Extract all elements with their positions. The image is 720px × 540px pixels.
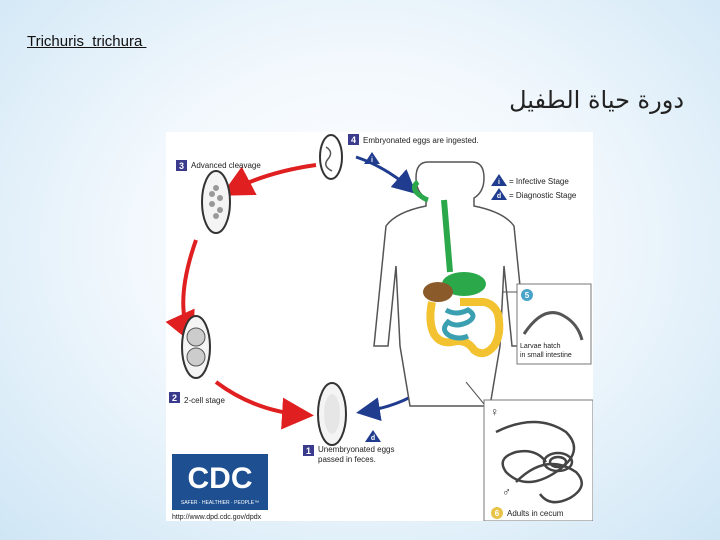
step-3-badge: 3: [176, 160, 187, 171]
step-4-badge: 4: [348, 134, 359, 145]
step-4-label: Embryonated eggs are ingested.: [363, 136, 479, 145]
step-5-label-2: in small intestine: [520, 352, 572, 359]
life-cycle-diagram: 4 Embryonated eggs are ingested. 3 Advan…: [166, 132, 593, 521]
liver-icon: [423, 282, 453, 302]
legend-infective: = Infective Stage: [509, 177, 569, 186]
diagnostic-marker-icon: d: [365, 430, 381, 442]
legend: i = Infective Stage d = Diagnostic Stage: [491, 174, 577, 200]
svg-text:6: 6: [495, 509, 500, 518]
svg-text:d: d: [371, 435, 375, 442]
male-symbol: ♂: [502, 485, 511, 499]
arrow-2-to-1: [216, 382, 306, 415]
life-cycle-figure: 4 Embryonated eggs are ingested. 3 Advan…: [166, 132, 593, 521]
step-6-label: Adults in cecum: [507, 509, 564, 518]
egg-step3-icon: [202, 171, 230, 233]
svg-text:1: 1: [306, 446, 311, 456]
svg-text:i: i: [371, 157, 373, 164]
arrow-4-to-host: [356, 157, 412, 190]
step-1-badge: 1: [303, 445, 314, 456]
cdc-logo-text: CDC: [188, 462, 253, 495]
step-1-label-2: passed in feces.: [318, 455, 376, 464]
svg-text:d: d: [497, 193, 501, 200]
step-1-label: Unembryonated eggs: [318, 445, 395, 454]
svg-text:5: 5: [525, 291, 530, 300]
legend-diagnostic: = Diagnostic Stage: [509, 191, 577, 200]
svg-text:4: 4: [351, 135, 356, 145]
svg-text:i: i: [498, 179, 500, 186]
svg-text:2: 2: [172, 393, 177, 403]
cdc-logo: CDC SAFER · HEALTHIER · PEOPLE™ http://w…: [172, 454, 268, 521]
female-symbol: ♀: [490, 405, 499, 419]
svg-text:3: 3: [179, 161, 184, 171]
step-2-label: 2-cell stage: [184, 396, 225, 405]
step-6-inset: ♀ ♂ 6 Adults in cecum: [466, 382, 593, 521]
step-2-badge: 2: [169, 392, 180, 403]
egg-step4-icon: [320, 135, 342, 179]
cdc-url: http://www.dpd.cdc.gov/dpdx: [172, 514, 262, 521]
egg-step2-icon: [182, 316, 210, 378]
cdc-tagline: SAFER · HEALTHIER · PEOPLE™: [181, 500, 259, 506]
step-5-label: Larvae hatch: [520, 343, 561, 350]
infective-marker-icon: i: [364, 152, 380, 164]
slide-title: Trichuris trichura: [27, 33, 146, 50]
egg-step1-icon: [318, 383, 346, 445]
arabic-title: دورة حياة الطفيل: [509, 86, 684, 114]
step-3-label: Advanced cleavage: [191, 161, 261, 170]
